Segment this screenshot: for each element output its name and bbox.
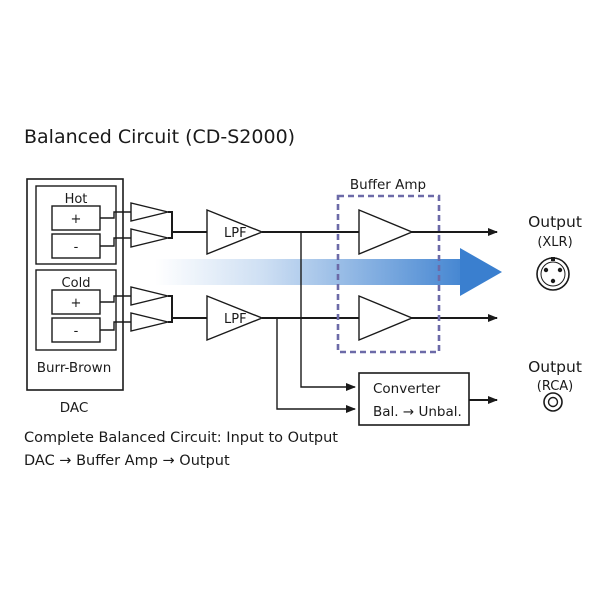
cold-group-box	[35, 269, 117, 351]
dac-caption: DAC	[60, 400, 89, 416]
rca-output-sub: (RCA)	[537, 379, 574, 394]
caption-line-2: DAC → Buffer Amp → Output	[24, 453, 230, 469]
hot-minus-label: -	[74, 240, 79, 255]
hot-minus-box	[51, 233, 101, 259]
rca-connector-icon	[543, 392, 563, 412]
cold-minus-amp	[130, 312, 169, 332]
cold-minus-box	[51, 317, 101, 343]
converter-line1: Converter	[373, 381, 441, 397]
cold-plus-amp	[130, 286, 169, 306]
dac-output-wires	[100, 211, 131, 331]
lpf-cold: LPF	[206, 294, 264, 342]
xlr-output-sub: (XLR)	[537, 235, 572, 250]
hot-label: Hot	[65, 192, 88, 207]
converter-line2: Bal. → Unbal.	[373, 404, 462, 420]
amp-to-lpf-wires	[168, 211, 207, 323]
lpf-hot-label: LPF	[224, 226, 247, 241]
lpf-hot: LPF	[206, 208, 264, 256]
xlr-connector-icon	[536, 257, 570, 291]
burr-brown-label: Burr-Brown	[37, 360, 112, 376]
cold-label: Cold	[62, 276, 91, 291]
buffer-amp-label: Buffer Amp	[350, 177, 426, 193]
buffer-amp-box	[336, 194, 441, 354]
lpf-cold-label: LPF	[224, 312, 247, 327]
hot-plus-box	[51, 205, 101, 231]
hot-group-box	[35, 185, 117, 265]
rca-output-title: Output	[528, 358, 582, 376]
converter-feed-wires	[276, 232, 356, 413]
dac-box	[26, 178, 124, 391]
hot-minus-amp	[130, 228, 169, 248]
cold-minus-label: -	[74, 324, 79, 339]
signal-flow-arrow	[155, 248, 502, 296]
hot-plus-label: +	[71, 212, 82, 227]
cold-plus-box	[51, 289, 101, 315]
cold-plus-label: +	[71, 296, 82, 311]
buffer-amp-hot	[358, 208, 414, 256]
hot-plus-amp	[130, 202, 169, 222]
caption-line-1: Complete Balanced Circuit: Input to Outp…	[24, 430, 338, 446]
xlr-output-title: Output	[528, 213, 582, 231]
buffer-amp-cold	[358, 294, 414, 342]
diagram-title: Balanced Circuit (CD-S2000)	[24, 126, 296, 148]
converter-box	[358, 372, 470, 426]
